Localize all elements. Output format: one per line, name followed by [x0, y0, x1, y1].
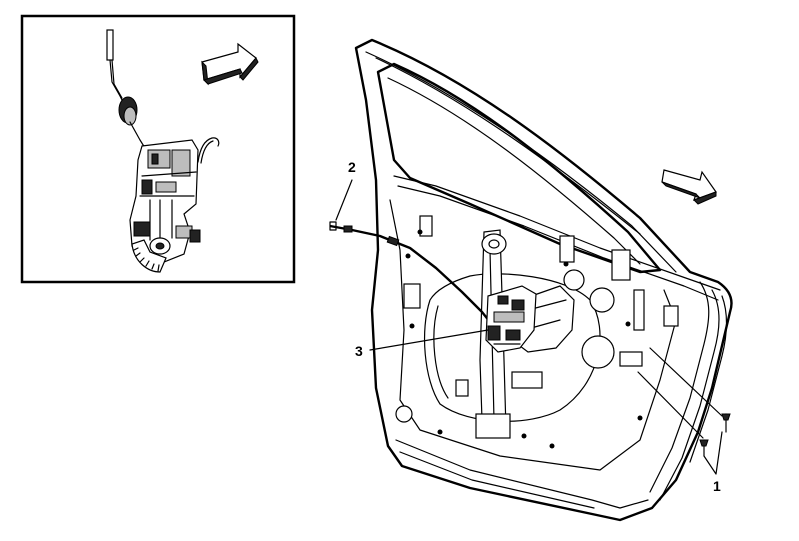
callout-3: 3 [355, 343, 363, 359]
inset-latch-assembly [106, 29, 220, 273]
leader-1a [649, 347, 723, 417]
latch-fasteners [699, 413, 731, 457]
leader-1b [637, 371, 704, 439]
direction-arrow-icon [661, 169, 717, 205]
fastener-upper [721, 413, 731, 433]
leader-lines [335, 179, 723, 475]
leader-2 [335, 179, 353, 221]
door-outer-frame [354, 38, 733, 522]
access-opening [423, 273, 601, 422]
latch-release-cable [329, 221, 491, 323]
leader-3 [369, 329, 489, 351]
window-opening [376, 62, 662, 274]
fastener-lower [699, 439, 709, 457]
callout-2: 2 [348, 159, 356, 175]
callout-1: 1 [713, 478, 721, 494]
door-assembly [329, 38, 733, 522]
inset-view [20, 14, 296, 284]
door-latch [485, 285, 537, 353]
inset-direction-arrow-icon [201, 42, 259, 86]
